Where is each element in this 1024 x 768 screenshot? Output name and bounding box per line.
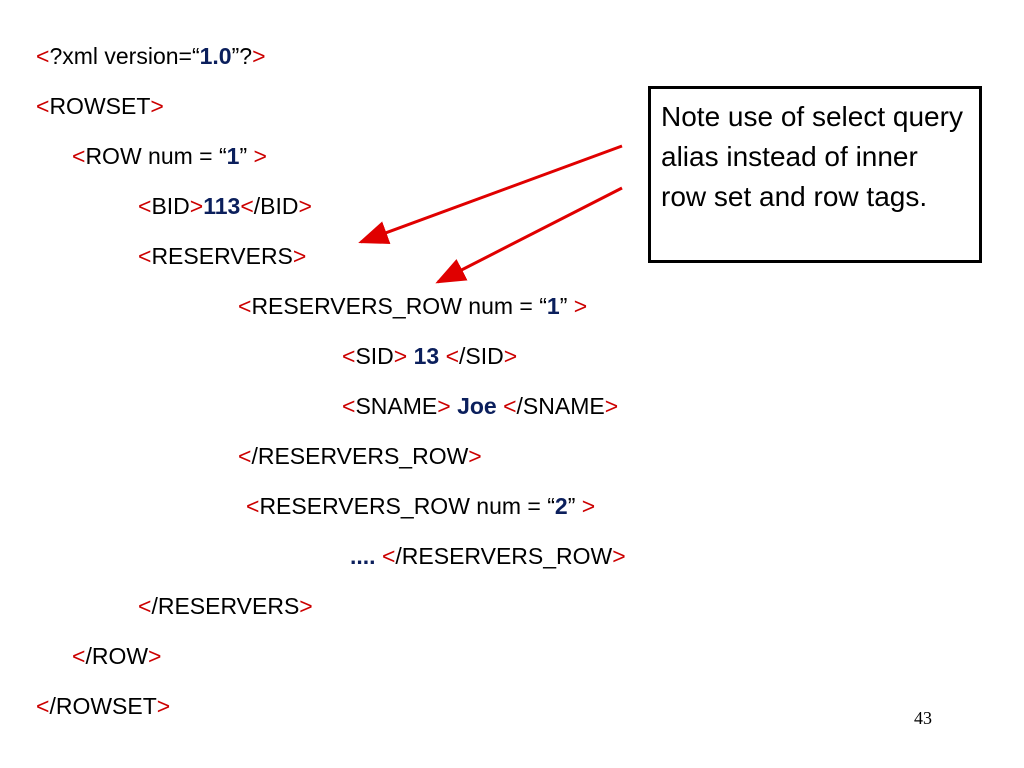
sid-value: 13 — [413, 343, 440, 369]
tag-name: SID — [355, 343, 394, 369]
open-bracket: < — [238, 443, 252, 469]
tag-name: /SNAME — [516, 393, 605, 419]
reservers-row-tag-tail: ” — [559, 293, 574, 319]
bid-value: 113 — [203, 193, 241, 219]
xml-declaration-line: <?xml version=“1.0”?> — [36, 42, 266, 70]
tag-name: /ROW — [85, 643, 149, 669]
row-tag-tail: ” — [239, 143, 254, 169]
close-bracket: > — [573, 293, 588, 319]
close-bracket: > — [393, 343, 408, 369]
open-bracket: < — [36, 693, 50, 719]
tag-name: /BID — [253, 193, 299, 219]
reservers-open-line: <RESERVERS> — [138, 242, 306, 270]
open-bracket: < — [342, 393, 356, 419]
reservers-row-1-close-line: </RESERVERS_ROW> — [238, 442, 482, 470]
row-num-value: 1 — [226, 143, 240, 169]
close-bracket: > — [148, 643, 162, 669]
close-bracket: > — [156, 693, 171, 719]
close-bracket: > — [292, 243, 307, 269]
close-bracket: > — [437, 393, 451, 419]
open-bracket: < — [238, 293, 252, 319]
reservers-row-2-close-line: .... </RESERVERS_ROW> — [350, 542, 626, 570]
tag-name: ROWSET — [49, 93, 151, 119]
tag-name: RESERVERS — [151, 243, 293, 269]
close-bracket: > — [299, 593, 313, 619]
ellipsis-dots: .... — [350, 543, 376, 569]
sname-value: Joe — [457, 393, 497, 419]
xml-version-value: 1.0 — [199, 43, 232, 69]
tag-name: /RESERVERS — [151, 593, 300, 619]
open-bracket: < — [138, 243, 152, 269]
open-bracket: < — [503, 393, 517, 419]
close-bracket: > — [581, 493, 596, 519]
open-bracket: < — [72, 643, 86, 669]
open-bracket: < — [72, 143, 86, 169]
tag-name: /RESERVERS_ROW — [395, 543, 613, 569]
open-bracket: < — [138, 593, 152, 619]
tag-name: /ROWSET — [49, 693, 157, 719]
open-bracket: < — [138, 193, 152, 219]
rowset-open-line: <ROWSET> — [36, 92, 164, 120]
tag-name: BID — [151, 193, 190, 219]
open-bracket: < — [342, 343, 356, 369]
open-bracket: < — [445, 343, 460, 369]
page-number: 43 — [914, 708, 932, 728]
open-bracket: < — [381, 543, 396, 569]
reservers-row-tag-tail: ” — [567, 493, 582, 519]
close-bracket: > — [468, 443, 482, 469]
sname-line: <SNAME> Joe </SNAME> — [342, 392, 618, 420]
close-bracket: > — [604, 393, 619, 419]
row-close-line: </ROW> — [72, 642, 161, 670]
xml-decl-tail: ”? — [231, 43, 253, 69]
xml-decl-head: ?xml version=“ — [49, 43, 200, 69]
open-bracket: < — [240, 193, 254, 219]
row-tag-head: ROW num = “ — [85, 143, 227, 169]
reservers-row-num-value: 2 — [554, 493, 568, 519]
arrow-to-reservers-row-tag — [435, 186, 623, 284]
reservers-close-line: </RESERVERS> — [138, 592, 313, 620]
bid-line: <BID>113</BID> — [138, 192, 312, 220]
tag-name: SNAME — [355, 393, 438, 419]
reservers-row-2-open-line: <RESERVERS_ROW num = “2” > — [246, 492, 595, 520]
tag-name: /RESERVERS_ROW — [251, 443, 469, 469]
close-bracket: > — [253, 143, 267, 169]
open-bracket: < — [36, 43, 50, 69]
note-text: Note use of select query alias instead o… — [661, 101, 963, 212]
tag-name: /SID — [459, 343, 504, 369]
open-bracket: < — [246, 493, 260, 519]
close-bracket: > — [189, 193, 204, 219]
open-bracket: < — [36, 93, 50, 119]
close-bracket: > — [503, 343, 518, 369]
reservers-row-tag-head: RESERVERS_ROW num = “ — [259, 493, 555, 519]
rowset-close-line: </ROWSET> — [36, 692, 170, 720]
close-bracket: > — [150, 93, 164, 119]
sid-line: <SID> 13 </SID> — [342, 342, 517, 370]
reservers-row-1-open-line: <RESERVERS_ROW num = “1” > — [238, 292, 587, 320]
arrow-to-reservers-tag — [358, 144, 623, 244]
note-callout-box: Note use of select query alias instead o… — [648, 86, 982, 263]
close-bracket: > — [252, 43, 266, 69]
reservers-row-tag-head: RESERVERS_ROW num = “ — [251, 293, 547, 319]
close-bracket: > — [298, 193, 312, 219]
close-bracket: > — [612, 543, 626, 569]
reservers-row-num-value: 1 — [546, 293, 560, 319]
row-open-line: <ROW num = “1” > — [72, 142, 267, 170]
